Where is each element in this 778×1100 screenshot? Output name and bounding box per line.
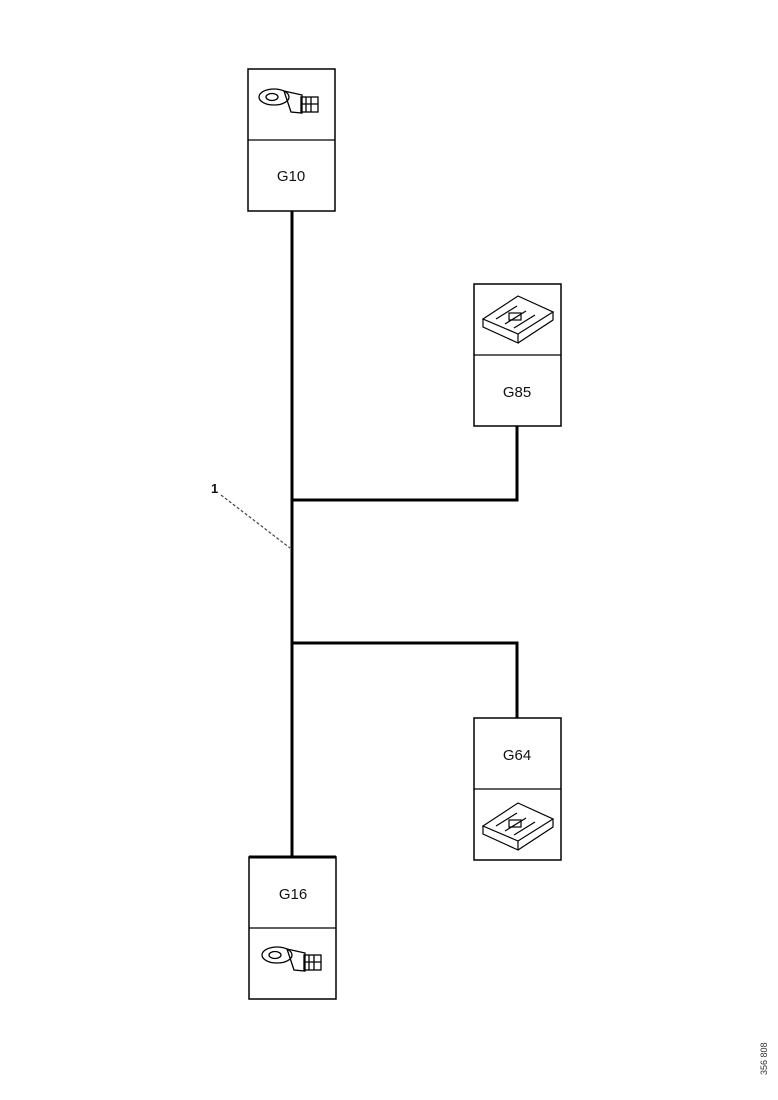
ring-terminal-icon <box>261 946 322 972</box>
branch-wire-g64 <box>290 641 519 720</box>
connector-g85: G85 <box>473 283 562 427</box>
connector-g16: G16 <box>248 855 337 1000</box>
branch-wire-g85 <box>290 424 519 502</box>
callout-leader-line <box>220 494 291 549</box>
ring-terminal-icon <box>258 88 319 114</box>
connector-label-g10: G10 <box>277 168 305 185</box>
connector-label-g16: G16 <box>279 886 307 903</box>
multi-pin-connector-icon <box>481 295 555 344</box>
harness-callout-number: 1 <box>211 481 218 496</box>
connector-label-g64: G64 <box>503 747 531 764</box>
multi-pin-connector-icon <box>481 802 555 851</box>
connector-g64: G64 <box>473 717 562 861</box>
figure-reference-number: 356 808 <box>759 1042 769 1075</box>
connector-g10: G10 <box>247 68 336 212</box>
connector-label-g85: G85 <box>503 384 531 401</box>
wire-harness <box>290 210 519 859</box>
